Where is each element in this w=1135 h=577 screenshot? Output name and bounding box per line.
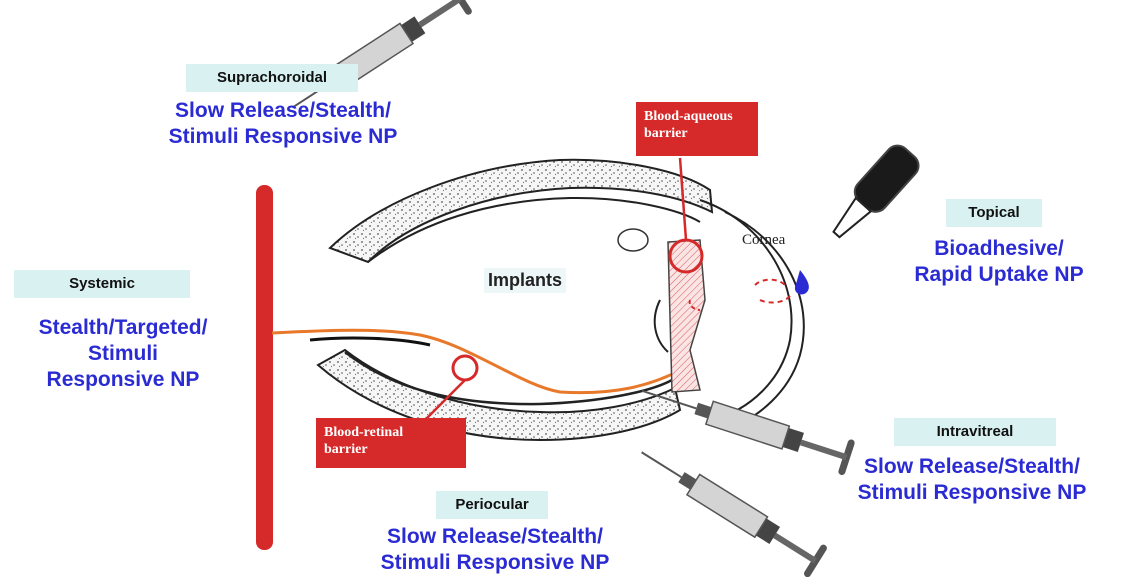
np-line: Rapid Uptake NP [870, 262, 1128, 288]
np-line: Stimuli Responsive NP [118, 124, 448, 150]
np-line: Slow Release/Stealth/ [330, 524, 660, 550]
np-line: Stimuli Responsive NP [330, 550, 660, 576]
intravitreal-label: Intravitreal [894, 418, 1056, 446]
systemic-label: Systemic [14, 270, 190, 298]
np-line: Stimuli Responsive NP [812, 480, 1132, 506]
eye-dropper-icon [823, 141, 923, 247]
periocular-np-text: Slow Release/Stealth/ Stimuli Responsive… [330, 524, 660, 576]
suprachoroidal-label: Suprachoroidal [186, 64, 358, 92]
cornea-label: Cornea [742, 232, 785, 249]
intravitreal-np-text: Slow Release/Stealth/ Stimuli Responsive… [812, 454, 1132, 506]
np-line: Stealth/Targeted/ [0, 315, 246, 341]
np-line: Bioadhesive/ [870, 236, 1128, 262]
systemic-np-text: Stealth/Targeted/ Stimuli Responsive NP [0, 315, 246, 393]
topical-label: Topical [946, 199, 1042, 227]
syringe-icon [634, 440, 824, 574]
barrier-line: barrier [324, 441, 458, 458]
barrier-line: Blood-retinal [324, 424, 458, 441]
eye-cross-section [272, 158, 809, 440]
suprachoroidal-np-text: Slow Release/Stealth/ Stimuli Responsive… [118, 98, 448, 150]
np-line: Stimuli [0, 341, 246, 367]
np-line: Slow Release/Stealth/ [118, 98, 448, 124]
barrier-line: barrier [644, 125, 750, 142]
np-line: Slow Release/Stealth/ [812, 454, 1132, 480]
periocular-label: Periocular [436, 491, 548, 519]
np-line: Responsive NP [0, 367, 246, 393]
barrier-line: Blood-aqueous [644, 108, 750, 125]
blood-retinal-barrier-label: Blood-retinal barrier [316, 418, 466, 468]
blood-aqueous-barrier-label: Blood-aqueous barrier [636, 102, 758, 156]
topical-np-text: Bioadhesive/ Rapid Uptake NP [870, 236, 1128, 288]
implants-label: Implants [484, 268, 566, 293]
blood-vessel-icon [256, 185, 273, 550]
